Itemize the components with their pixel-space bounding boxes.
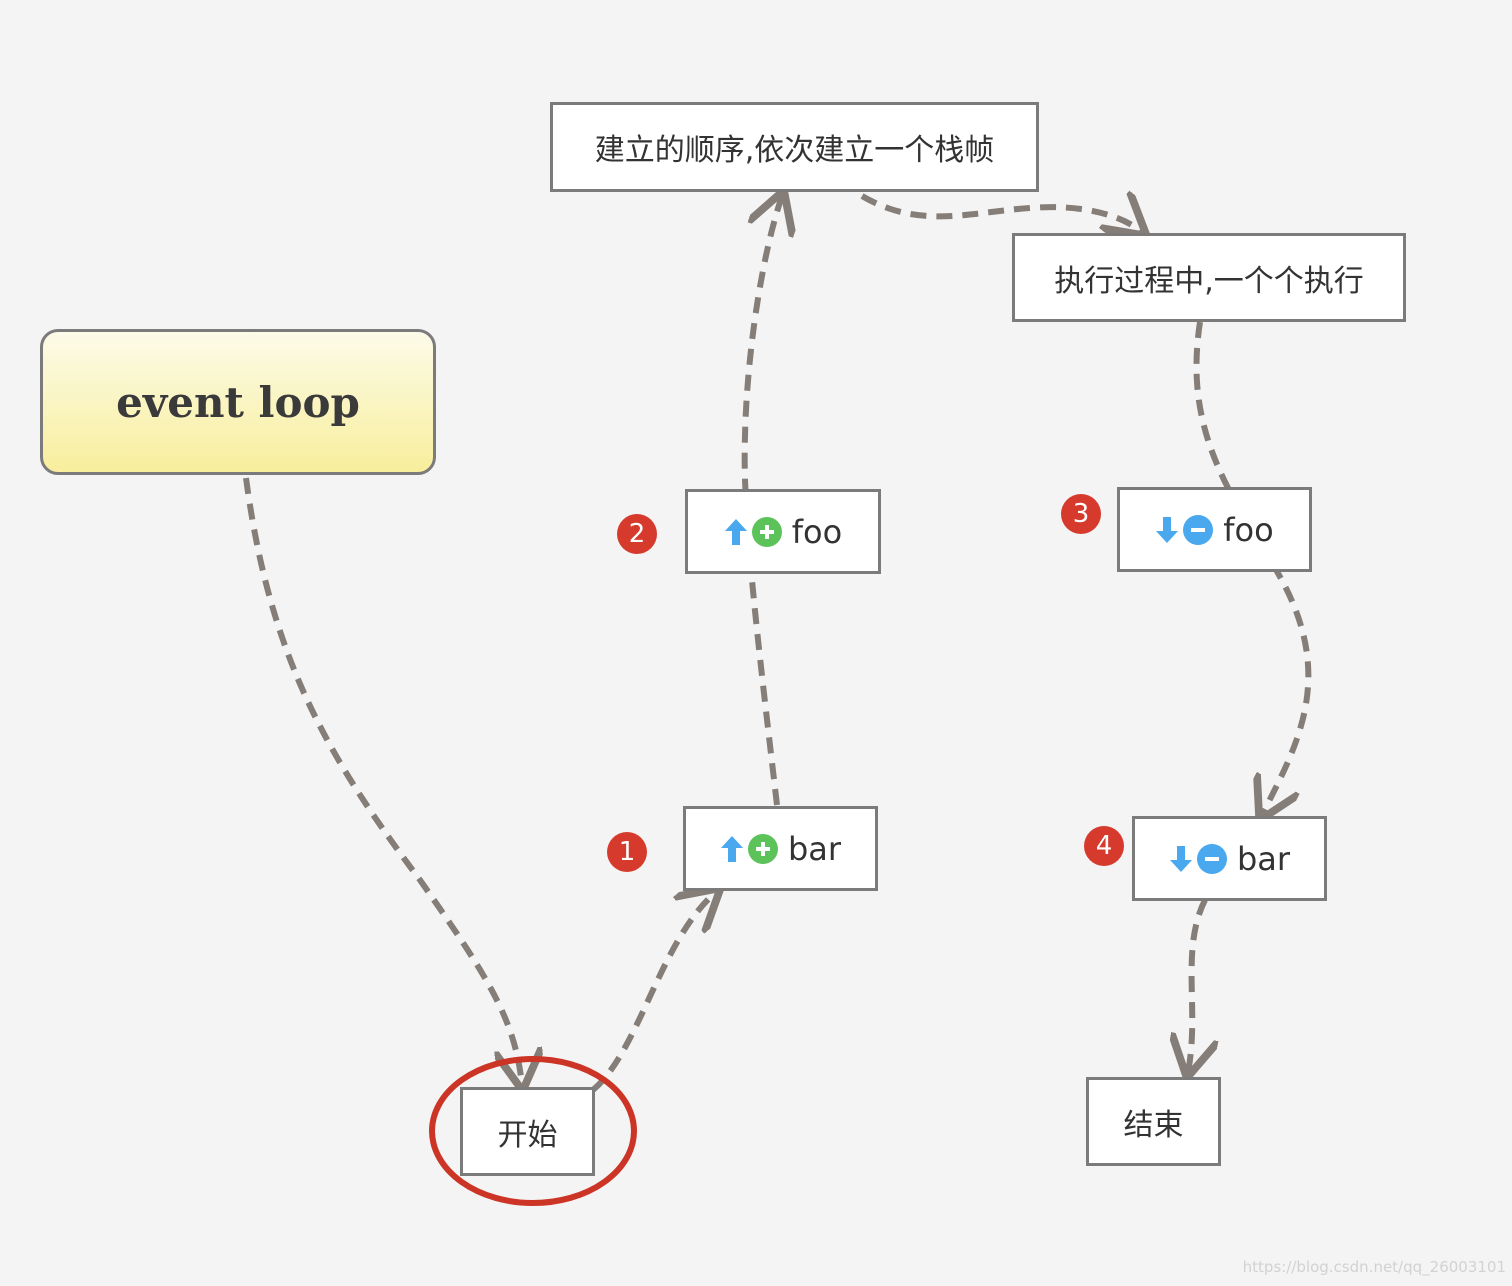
connector-bar-to-end bbox=[1188, 898, 1205, 1072]
event-loop-node[interactable]: event loop bbox=[40, 329, 436, 475]
step-4-label: bar bbox=[1236, 839, 1291, 878]
exec-order-note[interactable]: 执行过程中,一个个执行 bbox=[1012, 233, 1406, 322]
step-2-label: foo bbox=[791, 512, 843, 551]
minus-circle-icon bbox=[1183, 514, 1214, 545]
watermark: https://blog.csdn.net/qq_26003101 bbox=[1242, 1258, 1506, 1276]
step-1-label: bar bbox=[787, 829, 842, 868]
plus-circle-icon bbox=[751, 516, 782, 547]
arrow-down-icon bbox=[1169, 845, 1193, 873]
arrow-up-icon bbox=[724, 518, 748, 546]
step-4-badge: 4 bbox=[1084, 826, 1124, 866]
exec-order-text: 执行过程中,一个个执行 bbox=[1054, 263, 1364, 299]
build-order-text: 建立的顺序,依次建立一个栈帧 bbox=[594, 133, 995, 168]
build-order-note[interactable]: 建立的顺序,依次建立一个栈帧 bbox=[550, 102, 1039, 192]
arrow-up-icon bbox=[720, 835, 744, 863]
step-1-badge: 1 bbox=[607, 832, 647, 872]
start-node[interactable]: 开始 bbox=[460, 1087, 595, 1176]
step-1-node[interactable]: bar bbox=[683, 806, 878, 891]
minus-circle-icon bbox=[1196, 843, 1227, 874]
step-3-badge: 3 bbox=[1061, 494, 1101, 534]
connector-build-to-exec-note bbox=[860, 196, 1142, 232]
start-label: 开始 bbox=[497, 1117, 558, 1153]
step-3-label: foo bbox=[1223, 510, 1274, 549]
step-2-node[interactable]: foo bbox=[685, 489, 881, 574]
connector-eventloop-to-start bbox=[243, 477, 522, 1085]
event-loop-label: event loop bbox=[116, 377, 360, 427]
connector-start-to-bar bbox=[591, 892, 716, 1093]
end-node[interactable]: 结束 bbox=[1086, 1077, 1221, 1166]
step-4-node[interactable]: bar bbox=[1132, 816, 1327, 901]
plus-circle-icon bbox=[747, 833, 778, 864]
end-label: 结束 bbox=[1123, 1107, 1184, 1143]
arrow-down-icon bbox=[1155, 516, 1179, 544]
step-2-badge: 2 bbox=[617, 514, 657, 554]
step-3-node[interactable]: foo bbox=[1117, 487, 1312, 572]
